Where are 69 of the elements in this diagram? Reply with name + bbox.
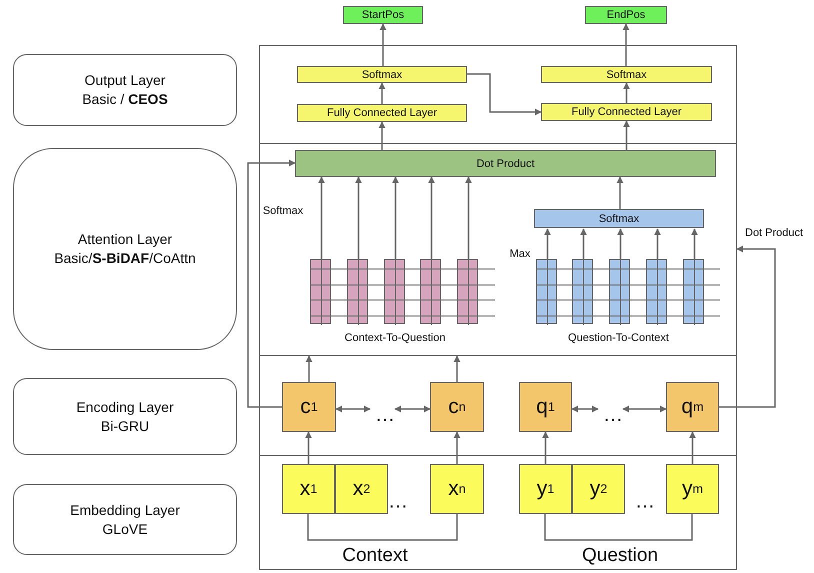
process-box: Softmax: [534, 209, 704, 228]
arrow: [689, 431, 696, 464]
arrow: [247, 160, 296, 408]
arrow: [355, 176, 362, 260]
side-note: Max: [510, 248, 530, 260]
arrow: [305, 431, 312, 464]
arrow: [622, 23, 630, 66]
side-note: Softmax: [262, 205, 304, 217]
process-box: Softmax: [541, 66, 712, 83]
arrow: [454, 431, 460, 464]
matrix-column: [310, 259, 331, 324]
matrix-column: [536, 259, 557, 324]
layer-variant: Bi-GRU: [100, 416, 150, 436]
process-box: Fully Connected Layer: [541, 103, 712, 121]
arrow: [623, 120, 630, 150]
arrow: [378, 121, 386, 150]
arrow: [616, 176, 624, 210]
double-arrow: [394, 406, 431, 412]
layer-band: [259, 355, 737, 456]
ellipsis: …: [635, 490, 655, 514]
layer-band: [259, 143, 737, 356]
arrow: [544, 228, 551, 260]
arrow: [392, 176, 399, 260]
process-box: Softmax: [297, 66, 467, 83]
layer-band: [259, 455, 737, 570]
bracket-line: [307, 514, 458, 541]
arrow: [580, 228, 587, 260]
layer-name: Output Layer: [84, 71, 166, 90]
layer-card: [13, 378, 237, 455]
layer-variant: GLoVE: [102, 520, 148, 538]
arrow: [428, 176, 435, 260]
arrow: [691, 228, 698, 260]
layer-name: Encoding Layer: [76, 398, 174, 416]
layer-card: [13, 54, 237, 126]
layer-variant: Basic/S-BiDAF/CoAttn: [54, 249, 196, 268]
arrow: [617, 228, 624, 260]
arrow: [380, 23, 386, 66]
input-caption: Question: [582, 545, 658, 567]
arrow: [318, 176, 325, 260]
process-box: Fully Connected Layer: [297, 104, 467, 122]
arrow: [719, 246, 776, 408]
arrow: [623, 82, 630, 103]
process-box: Dot Product: [295, 150, 716, 177]
edge-label: Dot Product: [745, 227, 804, 239]
output-box: EndPos: [585, 6, 667, 24]
layer-variant: Basic / CEOS: [82, 90, 168, 109]
arrow: [306, 355, 312, 382]
layer-name: Attention Layer: [78, 230, 172, 249]
arrow: [467, 73, 542, 116]
ellipsis: …: [598, 396, 623, 422]
double-arrow: [335, 406, 371, 412]
arrow: [454, 355, 460, 382]
output-box: StartPos: [343, 6, 423, 24]
double-arrow: [571, 406, 599, 412]
double-arrow: [622, 406, 667, 412]
arrow: [654, 228, 661, 260]
arrow: [378, 82, 386, 104]
layer-name: Embedding Layer: [70, 500, 180, 520]
layer-card: [13, 148, 237, 350]
panel-heading: Question-To-Context: [568, 332, 669, 344]
ellipsis: …: [388, 490, 408, 514]
input-caption: Context: [342, 545, 408, 567]
layer-card: [13, 484, 237, 555]
bracket-line: [544, 514, 693, 541]
arrow: [465, 176, 472, 260]
layer-band: [259, 45, 737, 144]
arrow: [542, 431, 549, 464]
ellipsis: …: [370, 396, 395, 422]
panel-heading: Context-To-Question: [344, 332, 446, 344]
